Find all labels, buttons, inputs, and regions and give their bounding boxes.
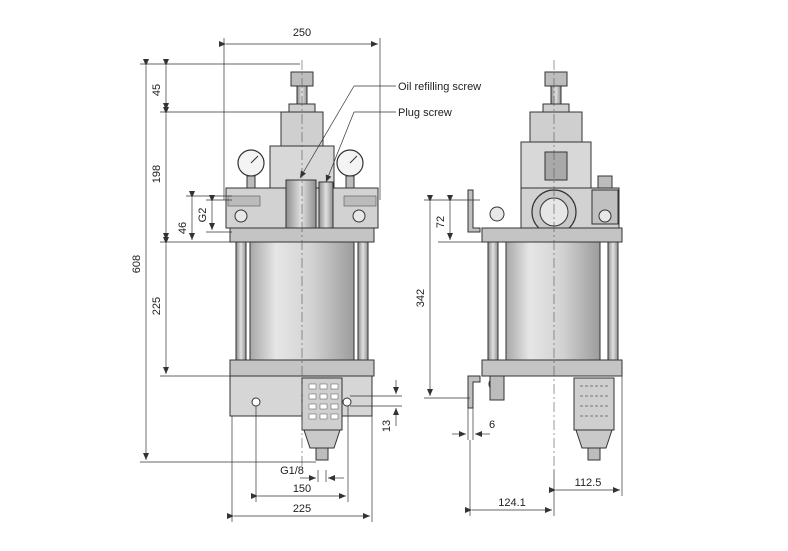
filter-element-icon — [301, 377, 343, 461]
dim-150: 150 — [293, 483, 311, 495]
side-filter-icon — [573, 377, 615, 461]
dim-124-1: 124.1 — [498, 497, 526, 509]
dim-top-45: 45 — [151, 84, 163, 96]
dim-225-height: 225 — [151, 297, 163, 315]
label-oil-refilling-screw: Oil refilling screw — [398, 81, 481, 93]
dim-g18: G1/8 — [280, 465, 304, 477]
dim-g2: G2 — [197, 208, 209, 223]
front-dimensions — [140, 38, 402, 522]
dim-6: 6 — [489, 419, 495, 431]
side-dimensions — [424, 195, 623, 516]
dim-13: 13 — [381, 420, 393, 432]
dim-bottom-225: 225 — [293, 503, 311, 515]
label-plug-screw: Plug screw — [398, 107, 452, 119]
dim-top-width: 250 — [293, 27, 311, 39]
dim-72: 72 — [435, 216, 447, 228]
dim-342: 342 — [415, 289, 427, 307]
left-gauge-icon — [237, 149, 265, 189]
dim-112-5: 112.5 — [575, 477, 602, 489]
front-view — [225, 60, 379, 470]
dim-total-height: 608 — [131, 255, 143, 273]
right-gauge-icon — [336, 149, 364, 189]
side-view — [467, 60, 623, 470]
dim-46: 46 — [177, 222, 189, 234]
dim-198: 198 — [151, 165, 163, 183]
